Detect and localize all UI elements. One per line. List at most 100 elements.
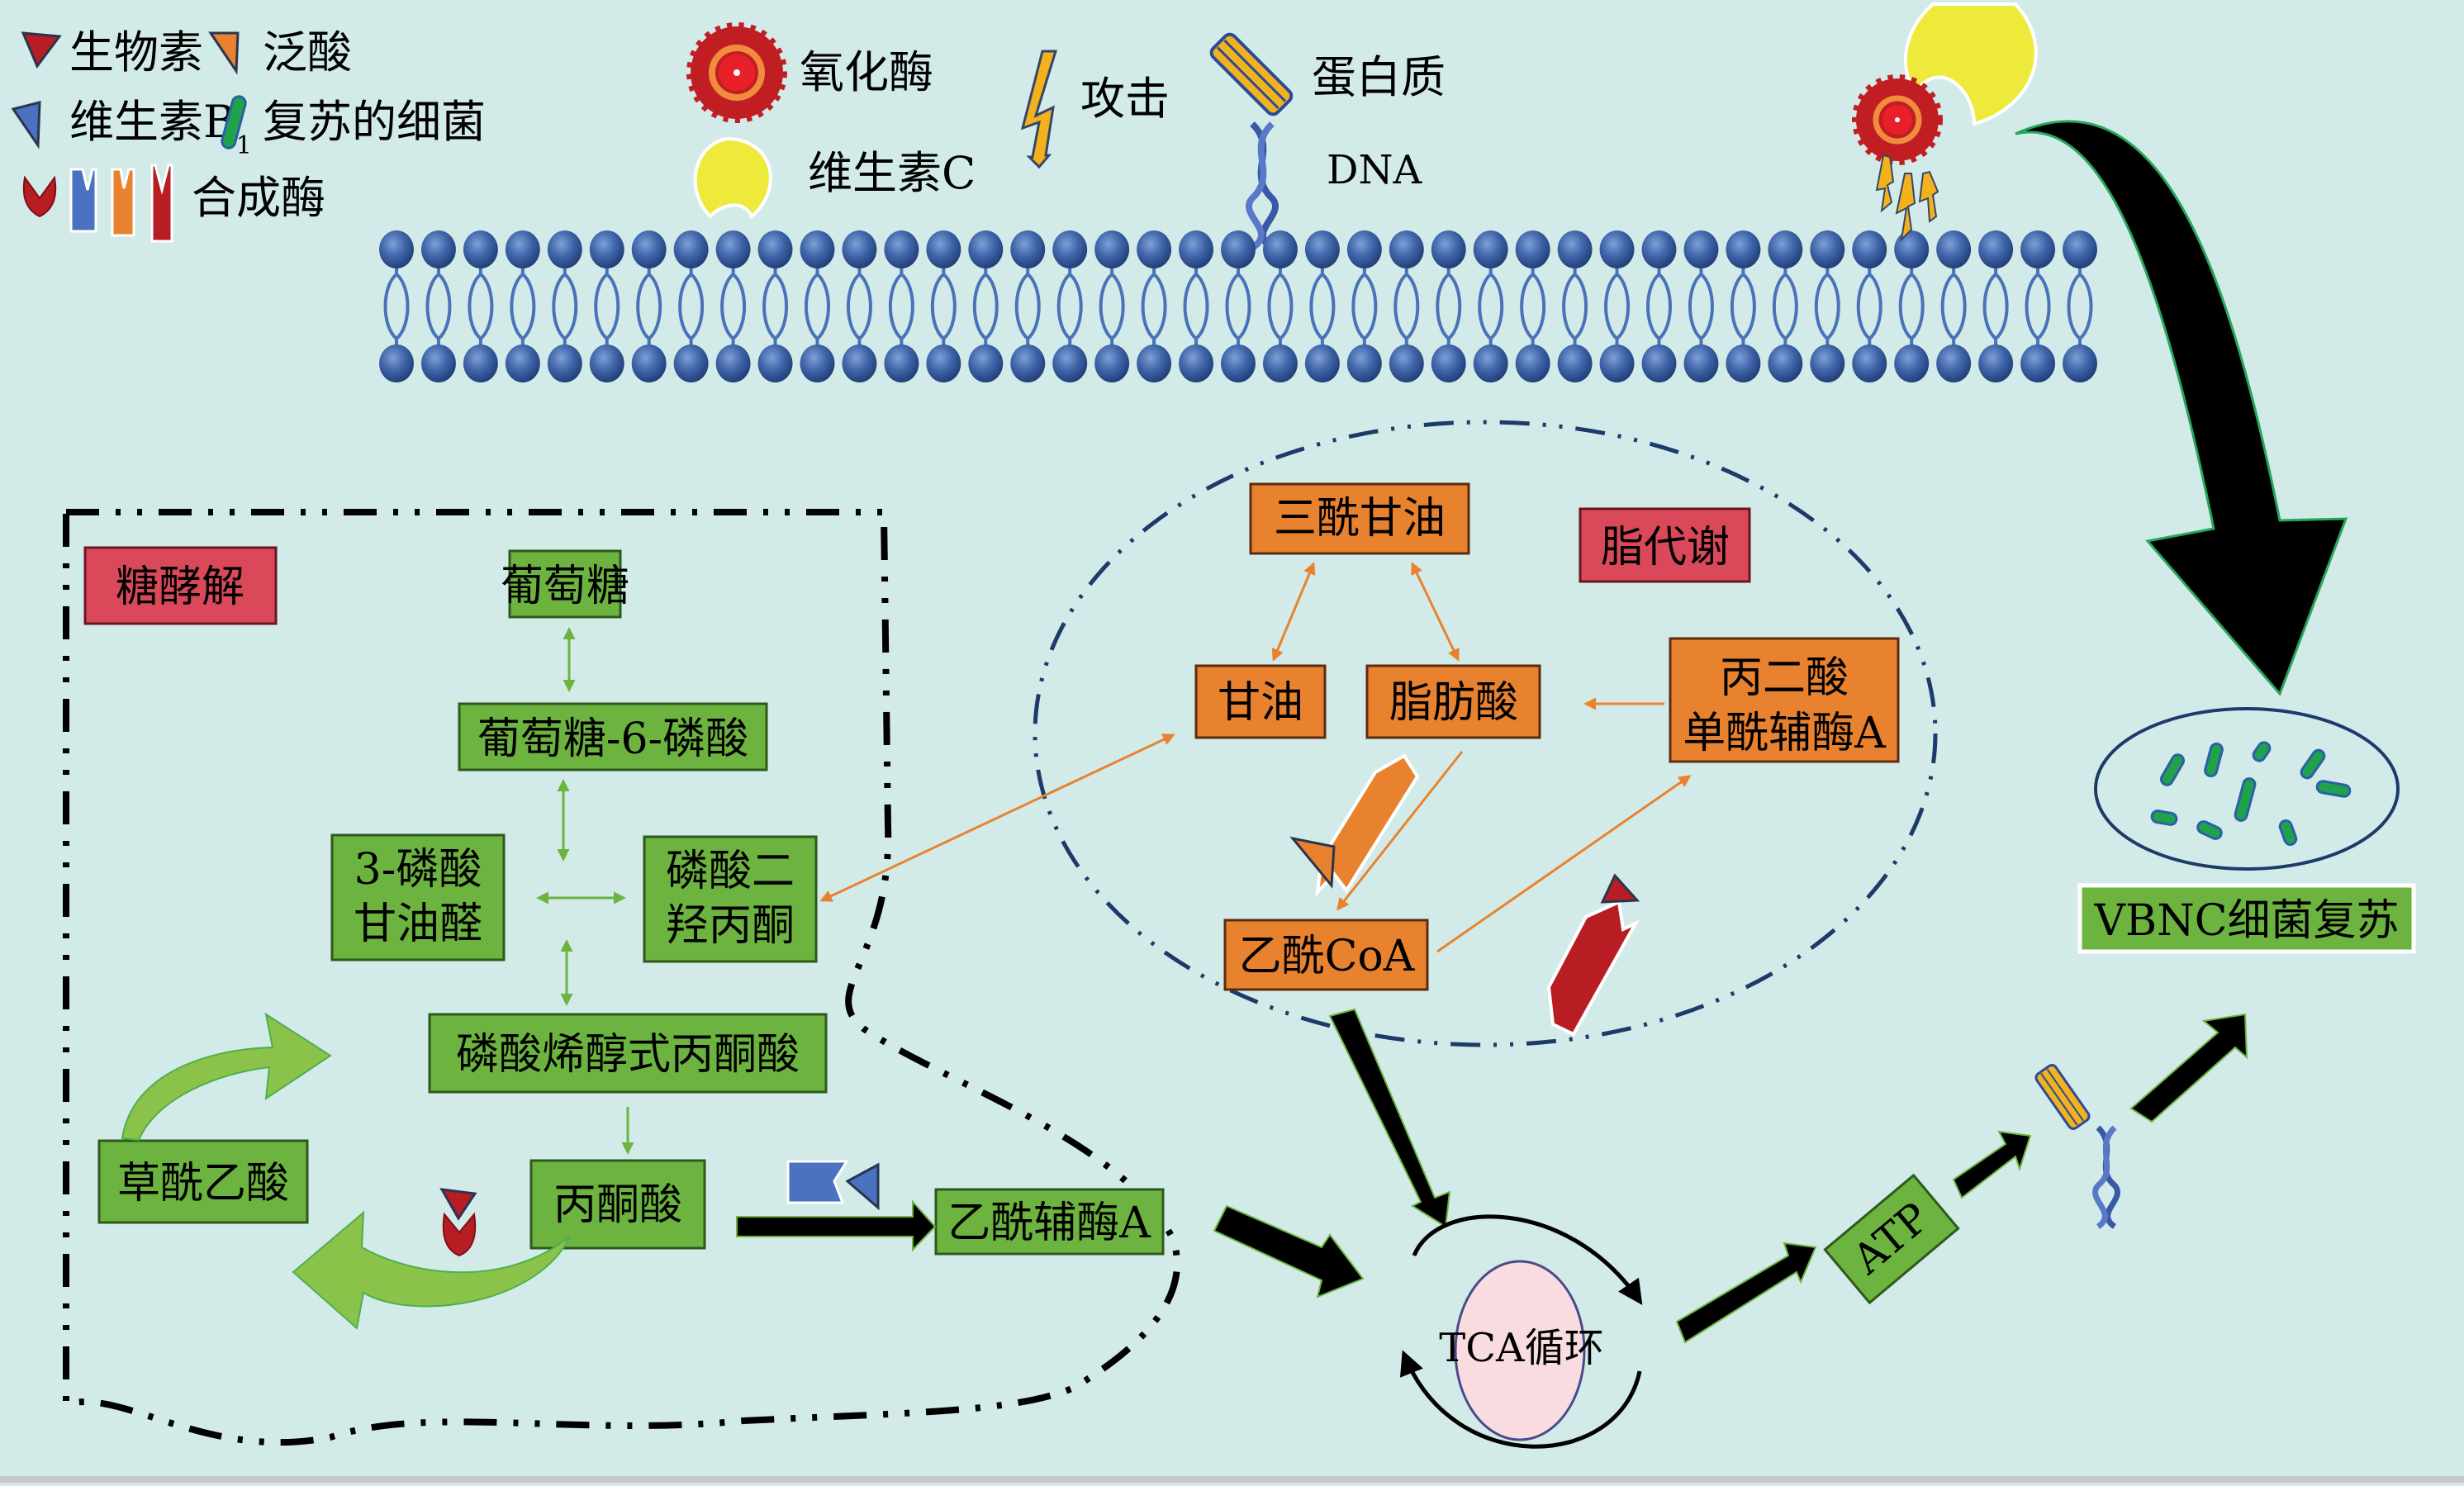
phospholipid-head — [1137, 344, 1172, 382]
g3p-box[interactable] — [330, 833, 506, 961]
phospholipid-head — [1431, 230, 1466, 268]
phospholipid-head — [800, 344, 835, 382]
synthase-red-icon — [150, 164, 173, 243]
atp-to-protein-dna-arrow — [1952, 1130, 2032, 1199]
phospholipid-head — [1473, 344, 1508, 382]
attack-lightning-icon — [1875, 154, 1895, 213]
phospholipid-head — [1010, 230, 1046, 268]
lipid-tail — [678, 264, 705, 349]
protein-icon — [1209, 32, 1294, 116]
lipid-tail — [1856, 264, 1882, 349]
phospholipid-head — [926, 230, 961, 268]
phospholipid-head — [631, 344, 667, 382]
glycolysis-section: 糖酵解 葡萄糖 葡萄糖-6-磷酸 3-磷酸 甘油醛 磷酸二 羟丙酮 磷酸烯醇式丙… — [83, 546, 1165, 1330]
lipid-tail — [1141, 264, 1167, 349]
lipid-tail — [1982, 264, 2009, 349]
phospholipid-head — [1599, 344, 1635, 382]
phospholipid-head — [1936, 230, 1972, 268]
lipid-tail — [846, 264, 872, 349]
pep-box[interactable] — [428, 1013, 828, 1094]
lipid-tail — [594, 264, 620, 349]
phospholipid-head — [1557, 344, 1593, 382]
dna-replication-icon — [2092, 1125, 2120, 1229]
phospholipid-head — [420, 230, 456, 268]
phospholipid-head — [505, 230, 540, 268]
cell-membrane-lipid-bilayer — [379, 230, 2097, 382]
g6p-box[interactable] — [458, 702, 768, 771]
vbnc-resuscitation-box[interactable] — [2077, 883, 2416, 954]
tca-cycle-arrow-top — [1412, 1214, 1643, 1305]
lipid-tail — [1014, 264, 1041, 349]
lipid-tail — [1688, 264, 1714, 349]
lipid-tail — [383, 264, 410, 349]
phospholipid-head — [842, 344, 877, 382]
phospholipid-head — [1179, 344, 1214, 382]
lipid-tail — [1730, 264, 1756, 349]
acetyl-coa-lipid-box[interactable] — [1223, 919, 1429, 991]
dhap-label-line2: 羟丙酮 — [666, 901, 795, 951]
dhap-box[interactable] — [643, 835, 818, 963]
lipid-tail — [1225, 264, 1251, 349]
fatty-acid-box[interactable] — [1365, 664, 1541, 739]
attack-lightning-icon — [1895, 173, 1916, 242]
phospholipid-head — [1810, 344, 1845, 382]
lipid-tail — [552, 264, 578, 349]
phospholipid-head — [2063, 230, 2097, 268]
phospholipid-head — [1304, 230, 1340, 268]
phospholipid-head — [379, 344, 414, 382]
lipid-tail — [1436, 264, 1462, 349]
phospholipid-head — [1052, 344, 1088, 382]
phospholipid-head — [1894, 344, 1930, 382]
bacterium-cell-icon — [2204, 742, 2224, 778]
phospholipid-head — [1726, 230, 1761, 268]
phospholipid-head — [1094, 230, 1130, 268]
glycerol-box[interactable] — [1194, 664, 1327, 739]
lipid-label-box — [1579, 507, 1751, 583]
bacterium-cell-icon — [2196, 820, 2223, 840]
legend-revived-bacteria-label: 复苏的细菌 — [263, 96, 486, 148]
phospholipid-head — [589, 344, 624, 382]
pyruvate-dehydrogenase-enzyme-icon — [786, 1160, 849, 1204]
phospholipid-head — [1726, 344, 1761, 382]
bacterium-cell-icon — [2300, 748, 2326, 780]
vitamin-c-attached-icon — [1903, 2, 2038, 126]
phospholipid-head — [842, 230, 877, 268]
tca-cycle-node[interactable] — [1454, 1260, 1586, 1441]
glycerol-label: 甘油 — [1218, 678, 1303, 728]
malonyl-coa-box[interactable] — [1669, 637, 1900, 763]
phospholipid-head — [1346, 230, 1382, 268]
phospholipid-head — [589, 230, 624, 268]
revived-bacteria-cells — [2150, 741, 2352, 847]
acetyl-coa-carboxylase-enzyme-icon — [1546, 900, 1640, 1037]
oxaloacetate-box[interactable] — [97, 1139, 309, 1224]
lipid-tail — [1772, 264, 1798, 349]
acetyl-coa-glycolysis-to-tca-arrow — [1213, 1204, 1365, 1298]
g3p-label-line1: 3-磷酸 — [354, 845, 482, 895]
lipid-label: 脂代谢 — [1601, 523, 1730, 572]
lipid-tail — [720, 264, 747, 349]
tca-cycle-label: TCA循环 — [1439, 1325, 1603, 1371]
lipid-tail — [1562, 264, 1588, 349]
phospholipid-head — [1010, 344, 1046, 382]
lipid-tail — [1183, 264, 1209, 349]
phospholipid-head — [1683, 230, 1719, 268]
attack-lightning-icon — [1020, 50, 1058, 169]
triglyceride-box[interactable] — [1249, 482, 1470, 555]
lipid-tail — [1056, 264, 1083, 349]
legend: 生物素 泛酸 维生素B1 复苏的细菌 合成酶 氧化酶 维生素C 攻击 — [11, 22, 1446, 251]
pyruvate-box[interactable] — [529, 1159, 706, 1250]
glycolysis-boundary — [63, 509, 1180, 1446]
acetyl-coa-to-malonyl-arrow — [1436, 775, 1692, 953]
phospholipid-head — [1852, 344, 1887, 382]
lipid-tail — [2067, 264, 2093, 349]
bacterium-cell-icon — [2160, 753, 2185, 786]
bacterium-cell-icon — [2315, 780, 2352, 798]
phospholipid-head — [1641, 230, 1677, 268]
glycolysis-label: 糖酵解 — [116, 563, 245, 612]
phospholipid-head — [1221, 230, 1256, 268]
acetyl-coa-glycolysis-box[interactable] — [934, 1188, 1165, 1256]
protein-dna-to-vbnc-arrow — [2129, 1013, 2248, 1123]
glucose-box[interactable] — [508, 549, 622, 619]
phospholipid-head — [1515, 230, 1550, 268]
atp-node[interactable]: ATP — [1823, 1173, 1960, 1305]
